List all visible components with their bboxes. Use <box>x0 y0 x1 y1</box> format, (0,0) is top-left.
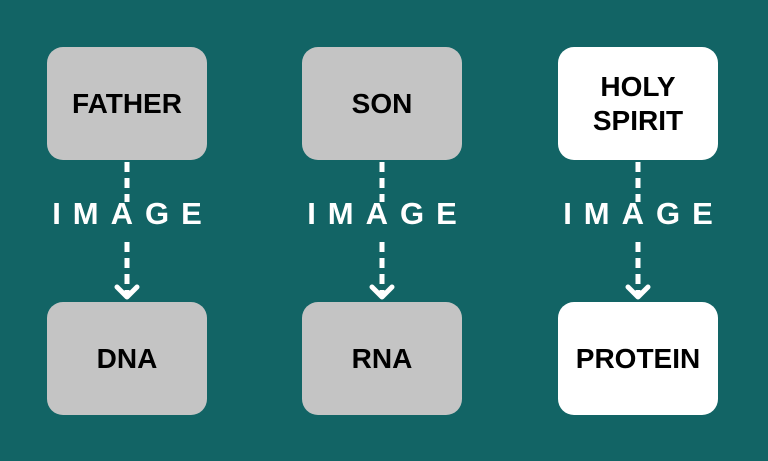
dashed-arrow-icon <box>369 162 395 300</box>
dna-box: DNA <box>47 302 207 415</box>
image-label: IMAGE <box>563 196 725 231</box>
rna-label: RNA <box>351 342 413 374</box>
dashed-arrow-icon <box>114 162 140 300</box>
image-label: IMAGE <box>52 196 214 231</box>
holy-spirit-protein-connector: IMAGE <box>558 160 718 302</box>
holy-spirit-box: HOLY SPIRIT <box>558 47 718 160</box>
protein-label: PROTEIN <box>575 342 701 374</box>
image-label: IMAGE <box>307 196 469 231</box>
son-rna-connector: IMAGE <box>302 160 462 302</box>
father-label: FATHER <box>72 87 182 119</box>
dashed-arrow-icon <box>625 162 651 300</box>
son-label: SON <box>351 87 413 119</box>
holy-spirit-label: HOLY SPIRIT <box>592 70 684 136</box>
dna-label: DNA <box>96 342 158 374</box>
protein-box: PROTEIN <box>558 302 718 415</box>
father-dna-connector: IMAGE <box>47 160 207 302</box>
father-box: FATHER <box>47 47 207 160</box>
rna-box: RNA <box>302 302 462 415</box>
son-box: SON <box>302 47 462 160</box>
